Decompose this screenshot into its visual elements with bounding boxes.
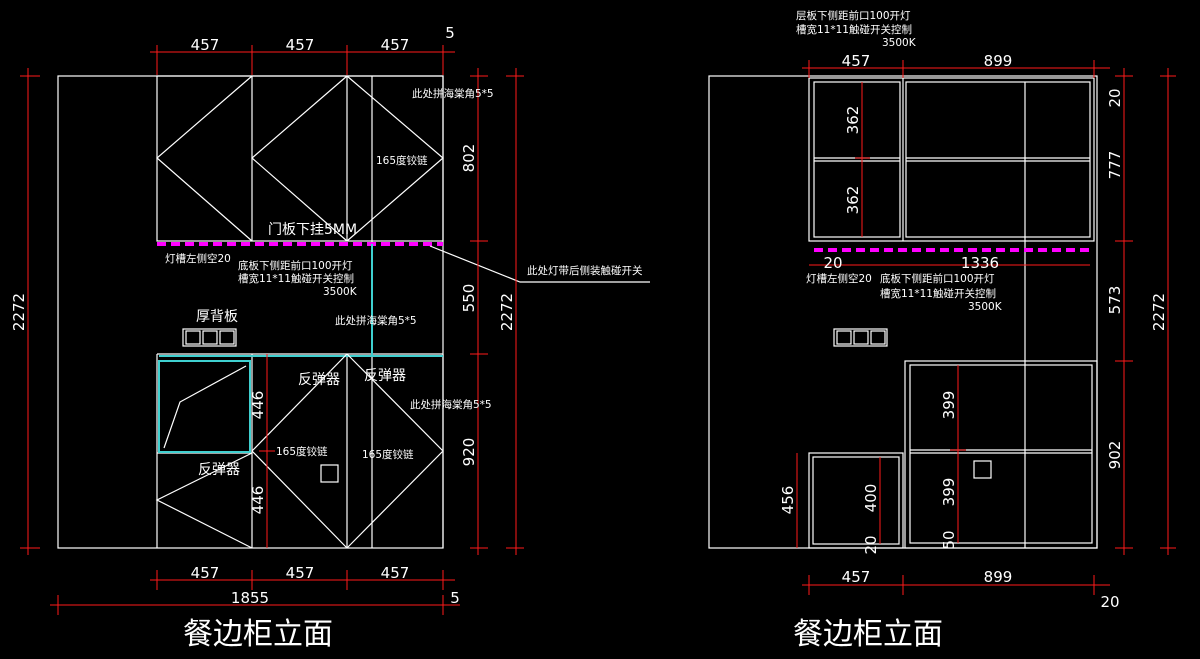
- left-note-color-temp: 3500K: [323, 286, 358, 298]
- right-note-base-light: 底板下侧距前口100开灯: [880, 272, 995, 285]
- right-note-base-temp: 3500K: [968, 301, 1003, 313]
- left-dim-top-1: 457: [191, 36, 220, 54]
- right-note-color-temp: 3500K: [882, 37, 917, 49]
- left-note-rebound-2: 反弹器: [364, 368, 406, 384]
- left-drawing-title: 餐边柜立面: [183, 617, 333, 652]
- left-note-rebound-3: 反弹器: [198, 462, 240, 478]
- left-note-light-switch: 此处灯带后侧装触碰开关: [527, 264, 643, 277]
- left-elevation: 457 457 457 5 457 457 457 1855 5 2272 80…: [10, 24, 650, 652]
- left-glass-door: [158, 360, 251, 453]
- left-dim-total-gap: 5: [450, 589, 460, 607]
- left-note-slot-width: 槽宽11*11触碰开关控制: [238, 272, 354, 285]
- left-note-hinge-lower-2: 165度铰链: [362, 448, 414, 461]
- left-dim-446-lower: 446: [249, 486, 267, 515]
- left-note-slot-gap: 灯槽左侧空20: [165, 252, 231, 265]
- left-dim-top-gap: 5: [445, 24, 455, 42]
- right-dim-362-upper: 362: [844, 106, 862, 135]
- right-note-base-slot: 槽宽11*11触碰开关控制: [880, 287, 996, 300]
- right-note-shelf-light: 层板下侧距前口100开灯: [796, 9, 911, 22]
- right-dim-h-20: 20: [1106, 88, 1124, 107]
- left-note-shelf-light: 底板下侧距前口100开灯: [238, 259, 353, 272]
- left-dim-top-3: 457: [381, 36, 410, 54]
- left-dim-top-2: 457: [286, 36, 315, 54]
- right-dim-w-1336: 1336: [961, 254, 999, 272]
- left-note-seam-3: 此处拼海棠角5*5: [410, 398, 492, 411]
- right-dim-height-total: 2272: [1150, 293, 1168, 331]
- right-dim-h-777: 777: [1106, 151, 1124, 180]
- right-lower-cabinet: [904, 360, 1098, 549]
- right-drawing-title: 餐边柜立面: [793, 617, 943, 652]
- right-dim-h-902: 902: [1106, 441, 1124, 470]
- left-dim-446-upper: 446: [249, 391, 267, 420]
- left-dim-bot-2: 457: [286, 564, 315, 582]
- left-dim-height-right: 2272: [498, 293, 516, 331]
- left-socket-group: [182, 328, 237, 347]
- left-dim-bot-3: 457: [381, 564, 410, 582]
- right-dim-top-1: 457: [842, 52, 871, 70]
- right-dim-50: 50: [940, 530, 958, 549]
- left-dim-h-upper: 802: [460, 144, 478, 173]
- right-dim-20b: 20: [862, 535, 880, 554]
- right-dim-400: 400: [862, 484, 880, 513]
- right-dim-bot-1: 457: [842, 568, 871, 586]
- right-socket-single: [973, 460, 992, 479]
- right-dim-399-upper: 399: [940, 391, 958, 420]
- right-elevation: 457 899 457 899 20 20 777 573 902 2272 3…: [708, 9, 1176, 652]
- left-dim-h-lower: 920: [460, 438, 478, 467]
- left-dim-bot-1: 457: [191, 564, 220, 582]
- right-lower-left-cabinet: [808, 452, 904, 549]
- right-dim-bot-gap: 20: [1100, 593, 1119, 611]
- left-note-rebound-1: 反弹器: [298, 372, 340, 388]
- right-dim-top-2: 899: [984, 52, 1013, 70]
- right-dim-362-lower: 362: [844, 186, 862, 215]
- left-note-hinge-upper: 165度铰链: [376, 154, 428, 167]
- left-outer-frame: [57, 75, 444, 549]
- left-dim-height-left: 2272: [10, 293, 28, 331]
- left-note-door-hang: 门板下挂5MM: [268, 222, 357, 238]
- left-socket-single: [320, 464, 339, 483]
- left-dim-h-mid: 550: [460, 284, 478, 313]
- left-note-seam-1: 此处拼海棠角5*5: [412, 87, 494, 100]
- right-note-slot-gap: 灯槽左侧空20: [806, 272, 872, 285]
- left-note-seam-2: 此处拼海棠角5*5: [335, 314, 417, 327]
- right-upper-shelving: [808, 77, 1095, 242]
- left-note-back-panel: 厚背板: [196, 309, 238, 325]
- right-dim-bot-2: 899: [984, 568, 1013, 586]
- right-socket-group: [833, 328, 888, 347]
- right-dim-h-573: 573: [1106, 286, 1124, 315]
- right-dim-w-20: 20: [823, 254, 842, 272]
- right-dim-399-lower: 399: [940, 478, 958, 507]
- left-dim-total-width: 1855: [231, 589, 269, 607]
- left-note-hinge-lower-1: 165度铰链: [276, 445, 328, 458]
- right-note-slot-width: 槽宽11*11触碰开关控制: [796, 23, 912, 36]
- right-dim-456: 456: [779, 486, 797, 515]
